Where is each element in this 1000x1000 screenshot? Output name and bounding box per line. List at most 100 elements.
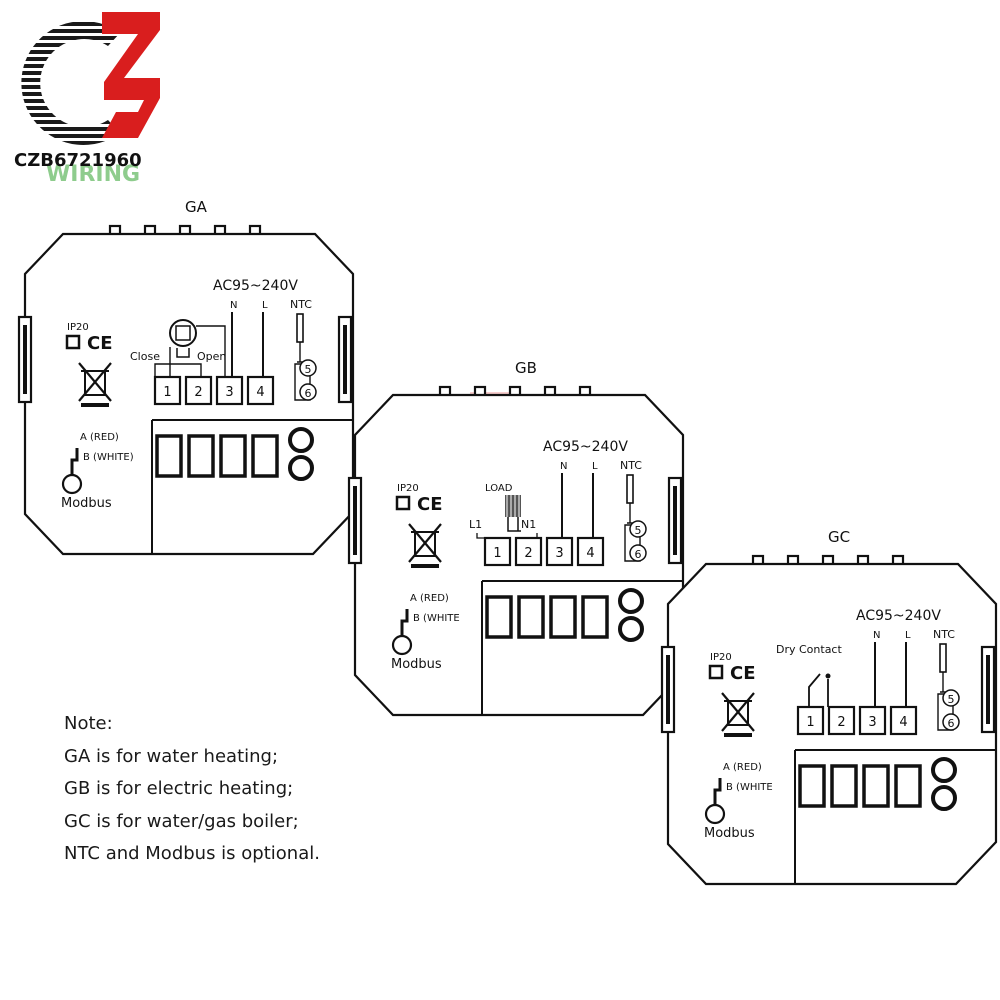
lower-connector — [187, 434, 215, 478]
terminal-label: 1 — [493, 546, 501, 561]
modbus-b-label: B (WHITE) — [83, 452, 134, 463]
ip-square-icon — [65, 334, 81, 350]
terminal-2 — [184, 375, 213, 406]
terminal-label: 1 — [806, 715, 814, 730]
ntc-terminal-label: 5 — [635, 524, 642, 537]
lower-connector — [219, 434, 247, 478]
modbus-port-icon — [704, 803, 726, 825]
terminal-label: 2 — [837, 715, 845, 730]
n1-label: N1 — [521, 518, 536, 531]
modbus-port-icon — [61, 473, 83, 495]
terminal-label: 1 — [163, 385, 171, 400]
power-label: AC95~240V — [213, 278, 298, 294]
lower-connector — [862, 764, 890, 808]
modbus-port-icon — [391, 634, 413, 656]
modbus-wire — [713, 778, 722, 807]
modbus-a-label: A (RED) — [80, 432, 119, 443]
round-connector — [288, 455, 314, 481]
n-label: N — [560, 461, 567, 472]
modbus-label: Modbus — [61, 496, 112, 511]
ce-mark: CE — [87, 333, 113, 354]
ntc-terminal-6 — [942, 713, 960, 731]
modbus-a-label: A (RED) — [410, 593, 449, 604]
l-label: L — [262, 300, 268, 311]
n-label: N — [873, 630, 880, 641]
terminal-label: 3 — [225, 385, 233, 400]
round-connector — [931, 785, 957, 811]
lower-connector — [798, 764, 826, 808]
ntc-terminal-label: 5 — [305, 363, 312, 376]
lower-connector — [830, 764, 858, 808]
modbus-wire — [70, 448, 79, 477]
ntc-label: NTC — [933, 628, 955, 641]
load-heater-icon — [505, 495, 521, 532]
ip-square-icon — [395, 495, 411, 511]
load-wires — [476, 533, 538, 539]
note-line-ntc-modbus: NTC and Modbus is optional. — [64, 843, 320, 864]
modbus-wire — [400, 609, 409, 638]
terminal-label: 4 — [256, 385, 264, 400]
lower-connector — [155, 434, 183, 478]
right-clip-inner — [673, 486, 677, 555]
terminal-label: 2 — [194, 385, 202, 400]
logo-z-shape — [102, 12, 160, 138]
ntc-terminal-6 — [629, 544, 647, 562]
unit-title: GB — [515, 359, 537, 377]
unit-title: GC — [828, 528, 850, 546]
note-line-gb: GB is for electric heating; — [64, 778, 294, 799]
terminal-4 — [246, 375, 275, 406]
load-label: LOAD — [485, 483, 513, 494]
valve-close-label: Close — [130, 350, 160, 363]
lower-connector — [251, 434, 279, 478]
ntc-terminal-label: 6 — [635, 548, 642, 561]
ip-label: IP20 — [710, 652, 732, 663]
terminal-3 — [858, 705, 887, 736]
ntc-terminal-5 — [942, 689, 960, 707]
terminal-4 — [576, 536, 605, 567]
lower-connector — [581, 595, 609, 639]
n-label: N — [230, 300, 237, 311]
valve-open-label: Open — [197, 350, 226, 363]
ntc-label: NTC — [620, 459, 642, 472]
terminal-3 — [545, 536, 574, 567]
lower-connector — [517, 595, 545, 639]
ntc-terminal-label: 5 — [948, 693, 955, 706]
lower-connector — [894, 764, 922, 808]
round-connector — [618, 616, 644, 642]
terminal-label: 4 — [586, 546, 594, 561]
notes-heading: Note: — [64, 713, 113, 734]
lower-connector — [549, 595, 577, 639]
terminal-1 — [483, 536, 512, 567]
left-clip-inner — [23, 325, 27, 394]
brand-name: CZB6721960 — [14, 150, 142, 171]
right-clip-inner — [343, 325, 347, 394]
ip-square-icon — [708, 664, 724, 680]
terminal-label: 4 — [899, 715, 907, 730]
round-connector — [288, 427, 314, 453]
note-line-ga: GA is for water heating; — [64, 745, 279, 767]
right-clip-inner — [986, 655, 990, 724]
lower-divider — [794, 749, 996, 884]
dry-contact-label: Dry Contact — [776, 643, 842, 656]
lower-connector — [485, 595, 513, 639]
logo-c-shape — [21, 21, 120, 146]
l1-label: L1 — [469, 518, 482, 531]
modbus-a-label: A (RED) — [723, 762, 762, 773]
terminal-label: 3 — [868, 715, 876, 730]
terminal-1 — [796, 705, 825, 736]
modbus-label: Modbus — [704, 826, 755, 841]
left-clip-inner — [353, 486, 357, 555]
terminal-2 — [514, 536, 543, 567]
weee-bin-icon — [721, 692, 755, 737]
ntc-terminal-5 — [299, 359, 317, 377]
terminal-label: 2 — [524, 546, 532, 561]
ip-label: IP20 — [67, 322, 89, 333]
lower-divider — [151, 419, 353, 554]
brand-logo — [21, 12, 160, 146]
power-label: AC95~240V — [543, 439, 628, 455]
left-clip-inner — [666, 655, 670, 724]
weee-bin-icon — [408, 523, 442, 568]
